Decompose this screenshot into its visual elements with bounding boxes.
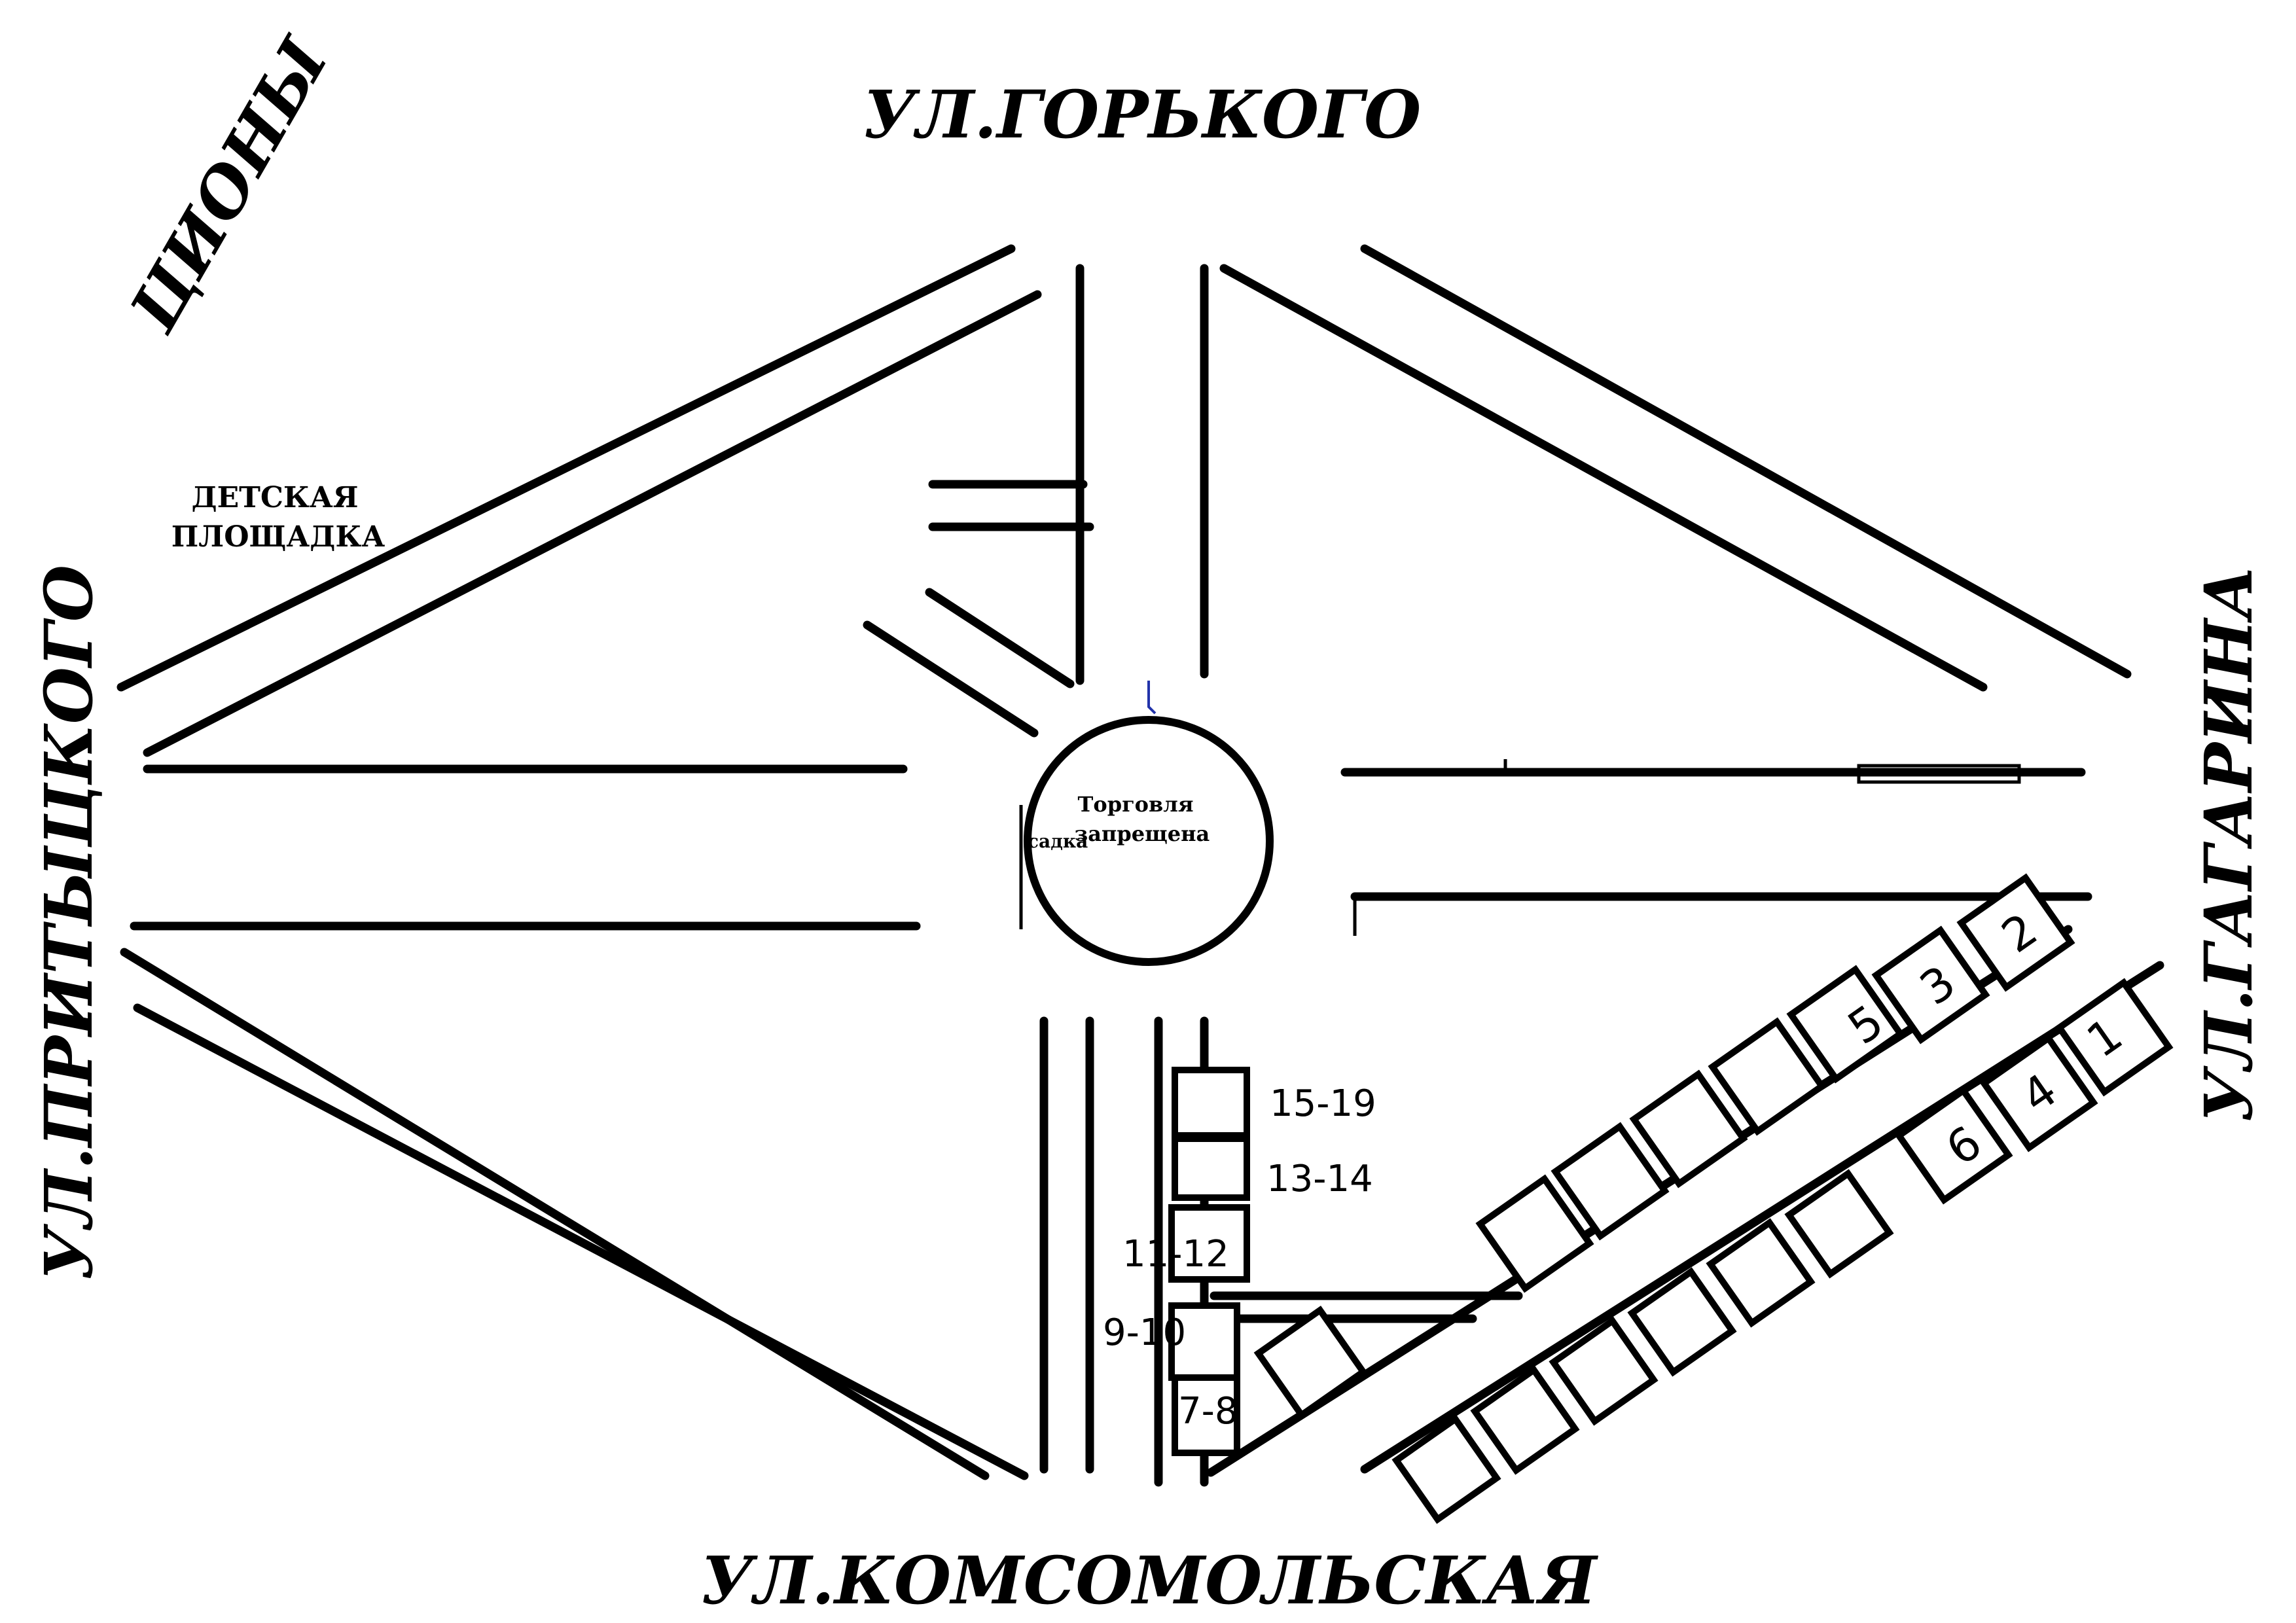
stall-3[interactable] xyxy=(1871,925,1990,1044)
fragment-label: садка xyxy=(1028,830,1088,852)
stall-1[interactable] xyxy=(2054,978,2174,1097)
street-name-gagarina: УЛ.ГАГАРИНА xyxy=(2190,566,2267,1123)
street-name-fragment: ЦИОНЫ xyxy=(115,24,344,344)
stall-13-14[interactable] xyxy=(1172,1135,1250,1201)
stall-connector[interactable] xyxy=(1253,1306,1368,1420)
stall-5[interactable] xyxy=(1786,965,1905,1084)
stall-group-lower xyxy=(1391,978,2174,1524)
playground-label-line1: ДЕТСКАЯ xyxy=(191,481,358,514)
stall-9-10-label: 9-10 xyxy=(1103,1311,1186,1354)
stall-column xyxy=(1168,1067,1250,1456)
stall-7-8[interactable] xyxy=(1172,1374,1240,1456)
stall-7-8-label: 7-8 xyxy=(1178,1390,1238,1433)
playground-label-line2: ПЛОЩАДКА xyxy=(171,520,386,554)
stall-11-12-label: 11-12 xyxy=(1122,1233,1229,1275)
stall-13-14-label: 13-14 xyxy=(1266,1158,1373,1200)
central-roundabout xyxy=(1024,716,1274,966)
stall-15-19[interactable] xyxy=(1172,1067,1250,1139)
stall-11-12[interactable] xyxy=(1168,1204,1250,1283)
stall-4[interactable] xyxy=(1979,1033,2098,1152)
stall-2[interactable] xyxy=(1956,873,2075,992)
stall-group-upper xyxy=(1475,873,2075,1293)
center-label-line1: Торговля xyxy=(1078,792,1194,817)
stall-6[interactable] xyxy=(1894,1086,2013,1205)
street-name-pritytskogo: УЛ.ПРИТЫЦКОГО xyxy=(30,565,107,1281)
center-label-line2: запрещена xyxy=(1075,821,1210,846)
street-name-komsomolskaya: УЛ.КОМСОМОЛЬСКАЯ xyxy=(701,1542,1599,1619)
street-name-gorkogo: УЛ.ГОРЬКОГО xyxy=(863,76,1422,153)
stall-15-19-label: 15-19 xyxy=(1270,1082,1376,1125)
